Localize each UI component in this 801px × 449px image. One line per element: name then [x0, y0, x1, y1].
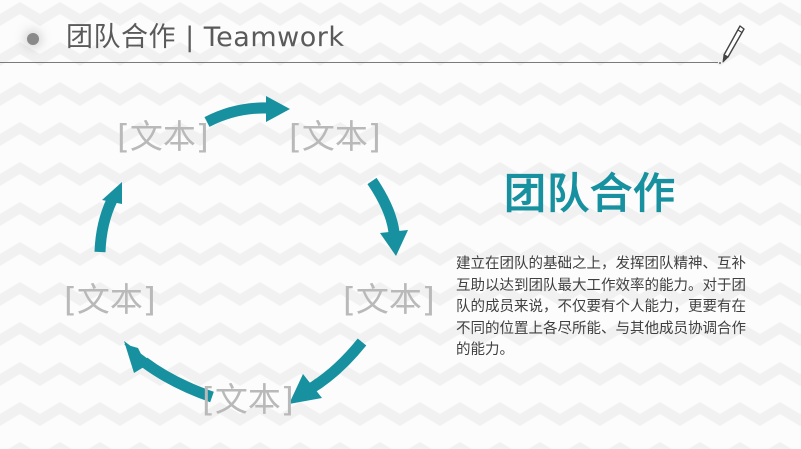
cycle-arrow-1-shaft	[204, 102, 269, 127]
body-paragraph: 建立在团队的基础之上，发挥团队精神、互补互助以达到团队最大工作效率的能力。对于团…	[456, 256, 746, 358]
page-title: 团队合作 | Teamwork	[66, 22, 345, 53]
cycle-arrow-4-head-main	[124, 341, 152, 373]
cycle-arrow-5-head	[102, 182, 122, 204]
cycle-arrow-2-shaft	[367, 177, 400, 233]
cycle-node-5: [文本]	[64, 280, 156, 319]
cycle-arrow-4-shaft	[140, 357, 214, 403]
header-divider	[0, 62, 718, 63]
cycle-arrow-5-shaft	[94, 197, 118, 253]
dot-icon	[27, 33, 39, 45]
cycle-arrow-1-head	[266, 96, 290, 122]
cycle-node-3: [文本]	[343, 280, 435, 319]
cycle-node-4: [文本]	[202, 380, 294, 419]
pen-icon	[719, 25, 745, 64]
cycle-arrow-3-head-main	[289, 374, 322, 404]
cycle-node-2: [文本]	[289, 117, 381, 156]
cycle-node-1: [文本]	[117, 117, 209, 156]
cycle-arrow-2-head	[380, 230, 408, 256]
cycle-arrow-3-shaft	[307, 338, 367, 394]
main-heading: 团队合作	[504, 169, 677, 218]
